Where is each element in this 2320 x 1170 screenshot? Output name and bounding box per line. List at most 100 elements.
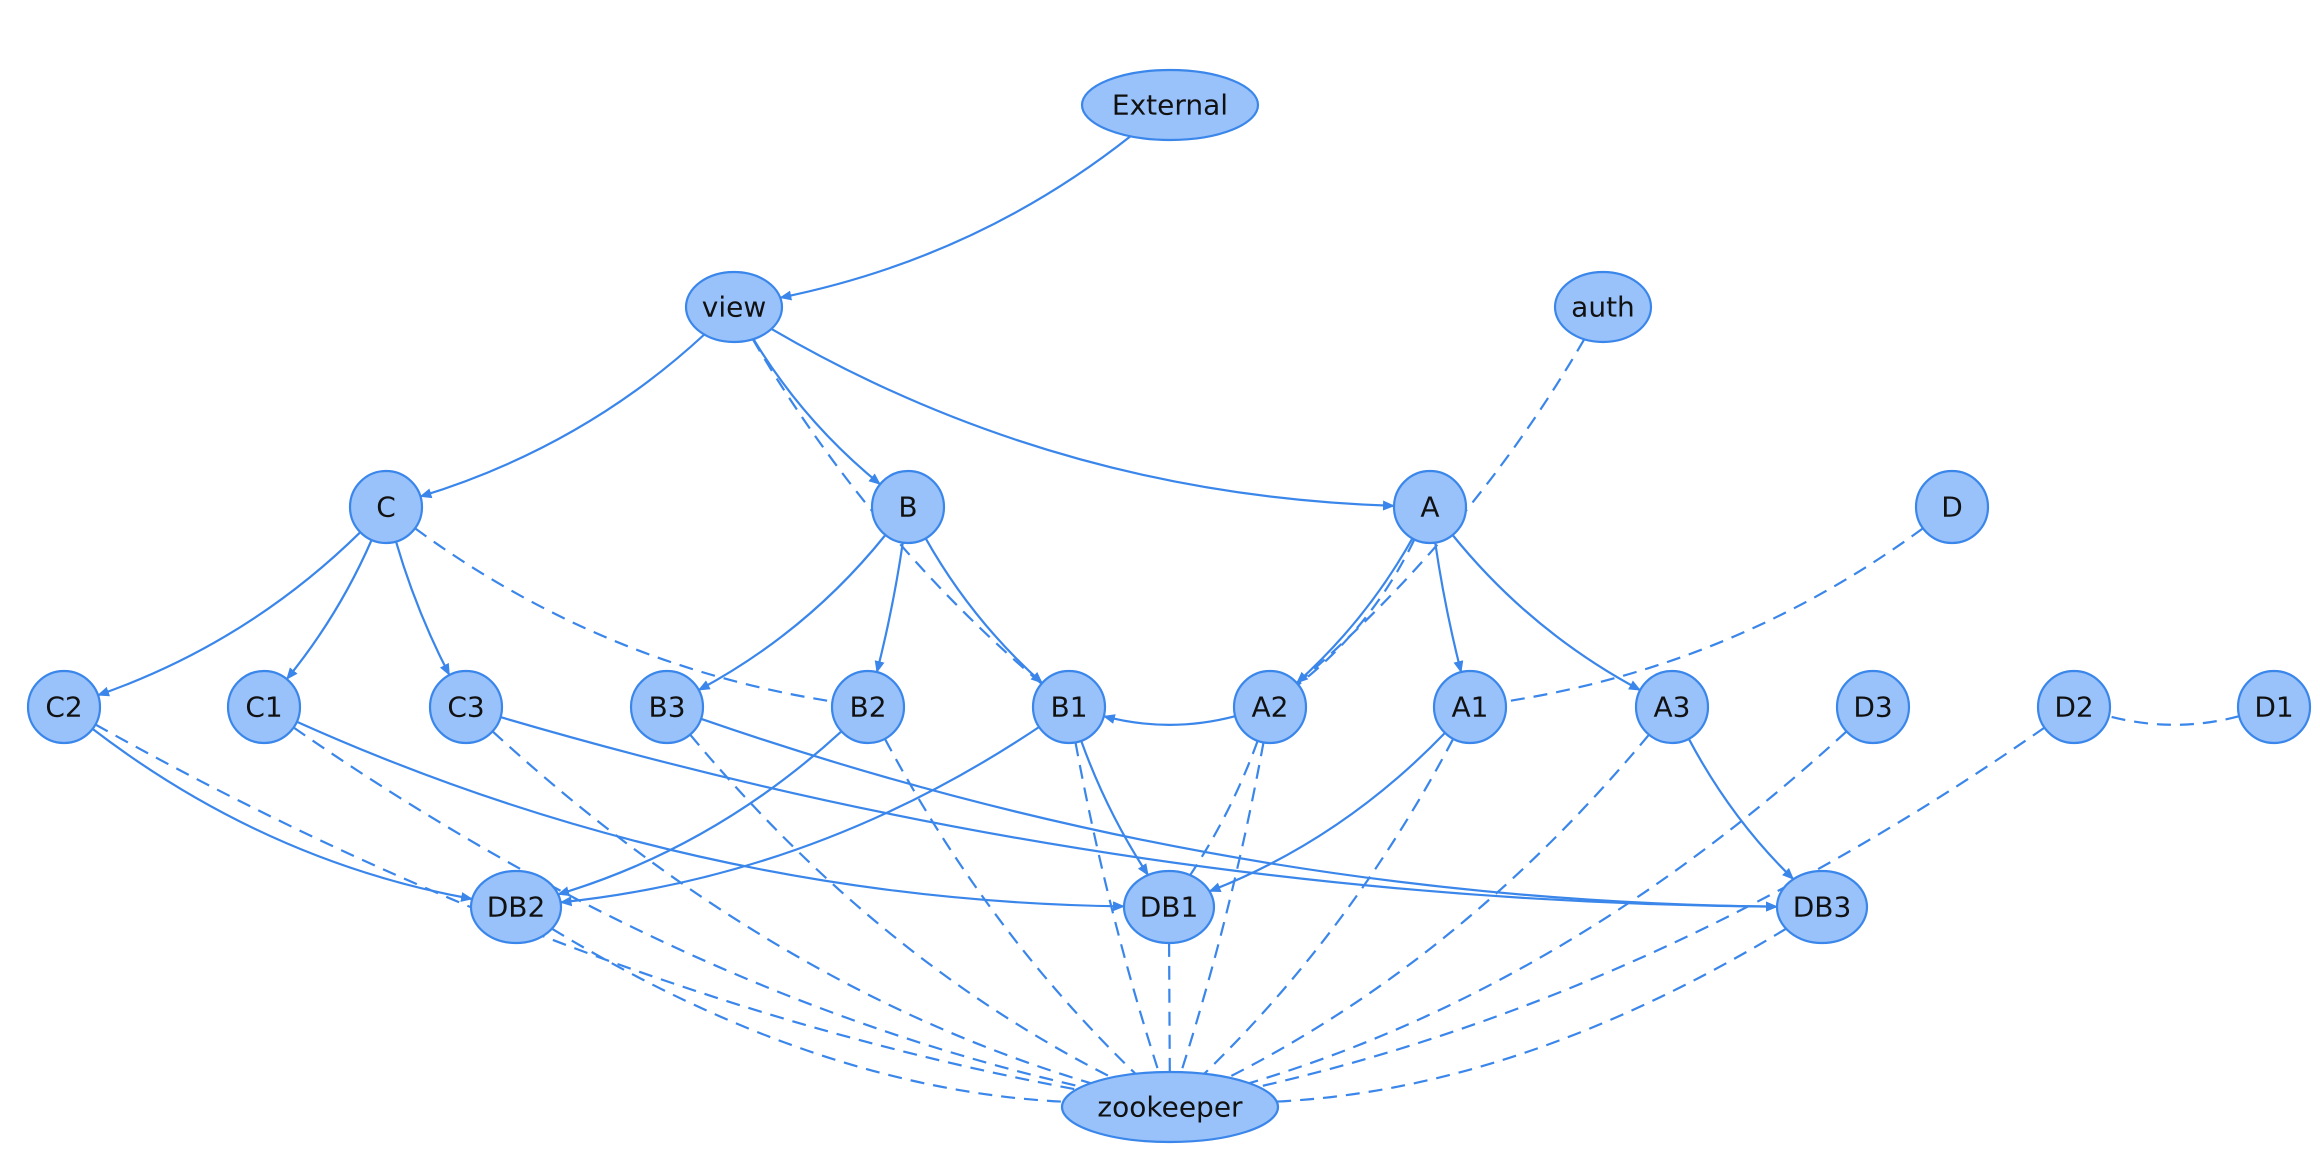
node-shape	[26, 669, 102, 745]
edge-b3-to-zookeeper	[689, 733, 1113, 1079]
node-label: zookeeper	[1097, 1091, 1243, 1124]
edge-a-to-a3	[1451, 534, 1642, 692]
node-shape	[348, 469, 424, 545]
edge-b2-to-db2	[557, 730, 843, 897]
edge-c3-to-db3	[500, 716, 1778, 912]
edge-a-to-a1	[1434, 542, 1464, 674]
edge-a1-to-zookeeper	[1203, 738, 1455, 1075]
node-external: External	[1080, 68, 1260, 142]
edge-db2-to-zookeeper	[551, 927, 1064, 1103]
edge-b1-to-db1	[1080, 740, 1150, 876]
node-label: B2	[849, 691, 886, 724]
node-label: B1	[1050, 691, 1087, 724]
node-d1: D1	[2236, 669, 2312, 745]
edge-a2-to-zookeeper	[1180, 742, 1265, 1073]
node-label: auth	[1571, 291, 1635, 324]
node-shape	[1775, 869, 1869, 945]
node-shape	[1553, 270, 1653, 344]
node-label: DB3	[1793, 891, 1852, 924]
edge-d1-to-d2	[2108, 715, 2240, 726]
edge-c-to-c2	[97, 531, 362, 697]
node-label: D1	[2254, 691, 2293, 724]
node-shape	[428, 669, 504, 745]
node-db3: DB3	[1775, 869, 1869, 945]
node-label: C1	[245, 691, 282, 724]
edge-view-to-c	[419, 333, 706, 499]
node-label: DB2	[487, 891, 546, 924]
node-shape	[1392, 469, 1468, 545]
node-label: A	[1420, 491, 1439, 524]
edge-view-to-a	[770, 327, 1395, 511]
node-shape	[226, 669, 302, 745]
edge-a3-to-db3	[1687, 738, 1795, 880]
node-b2: B2	[830, 669, 906, 745]
node-shape	[629, 669, 705, 745]
node-label: C3	[447, 691, 484, 724]
node-label: B3	[648, 691, 685, 724]
edge-c2-to-zookeeper	[94, 723, 1077, 1091]
edge-a3-to-zookeeper	[1227, 733, 1650, 1079]
node-shape	[1080, 68, 1260, 142]
edge-c-to-c3	[394, 541, 451, 676]
edge-a-to-a2	[1297, 538, 1416, 686]
node-shape	[684, 270, 784, 344]
edge-c-to-c1	[285, 539, 373, 680]
edge-d2-to-zookeeper	[1258, 726, 2046, 1088]
node-b: B	[870, 469, 946, 545]
node-zookeeper: zookeeper	[1060, 1070, 1280, 1144]
node-b3: B3	[629, 669, 705, 745]
node-shape	[830, 669, 906, 745]
node-d2: D2	[2036, 669, 2112, 745]
edge-a2-to-db1	[1189, 740, 1259, 876]
node-shape	[1634, 669, 1710, 745]
node-label: B	[898, 491, 917, 524]
node-b1: B1	[1031, 669, 1107, 745]
edges-layer	[91, 135, 2240, 1103]
node-shape	[2236, 669, 2312, 745]
node-label: A3	[1654, 691, 1691, 724]
node-label: C	[376, 491, 396, 524]
edge-c-to-b2	[414, 527, 833, 703]
node-shape	[1232, 669, 1308, 745]
edge-a-to-a2	[1296, 537, 1414, 684]
edge-b-to-b3	[697, 534, 887, 691]
node-c3: C3	[428, 669, 504, 745]
node-db2: DB2	[469, 869, 563, 945]
edge-b3-to-db3	[700, 717, 1778, 912]
node-shape	[1914, 469, 1990, 545]
edge-c1-to-zookeeper	[292, 726, 1082, 1088]
edge-db3-to-zookeeper	[1276, 927, 1787, 1103]
edge-view-to-b	[752, 338, 881, 486]
edge-d3-to-zookeeper	[1248, 730, 1848, 1085]
node-shape	[1122, 869, 1216, 945]
edge-c1-to-db1	[296, 720, 1125, 912]
node-shape	[1835, 669, 1911, 745]
node-label: A1	[1452, 691, 1489, 724]
node-label: C2	[45, 691, 82, 724]
node-a2: A2	[1232, 669, 1308, 745]
edge-b1-to-zookeeper	[1074, 742, 1160, 1073]
node-auth: auth	[1553, 270, 1653, 344]
node-c2: C2	[26, 669, 102, 745]
node-d3: D3	[1835, 669, 1911, 745]
edge-b2-to-zookeeper	[883, 738, 1137, 1075]
node-c: C	[348, 469, 424, 545]
node-db1: DB1	[1122, 869, 1216, 945]
node-shape	[2036, 669, 2112, 745]
edge-external-to-view	[779, 135, 1132, 301]
node-label: D2	[2054, 691, 2093, 724]
node-shape	[1060, 1070, 1280, 1144]
node-shape	[870, 469, 946, 545]
node-a3: A3	[1634, 669, 1710, 745]
edge-b-to-b1	[924, 537, 1043, 684]
edge-d-to-a1	[1505, 527, 1924, 703]
node-d: D	[1914, 469, 1990, 545]
node-label: view	[702, 291, 766, 324]
node-shape	[469, 869, 563, 945]
edge-a1-to-db1	[1208, 732, 1446, 893]
node-label: DB1	[1140, 891, 1199, 924]
node-a: A	[1392, 469, 1468, 545]
edge-c3-to-zookeeper	[491, 730, 1092, 1085]
